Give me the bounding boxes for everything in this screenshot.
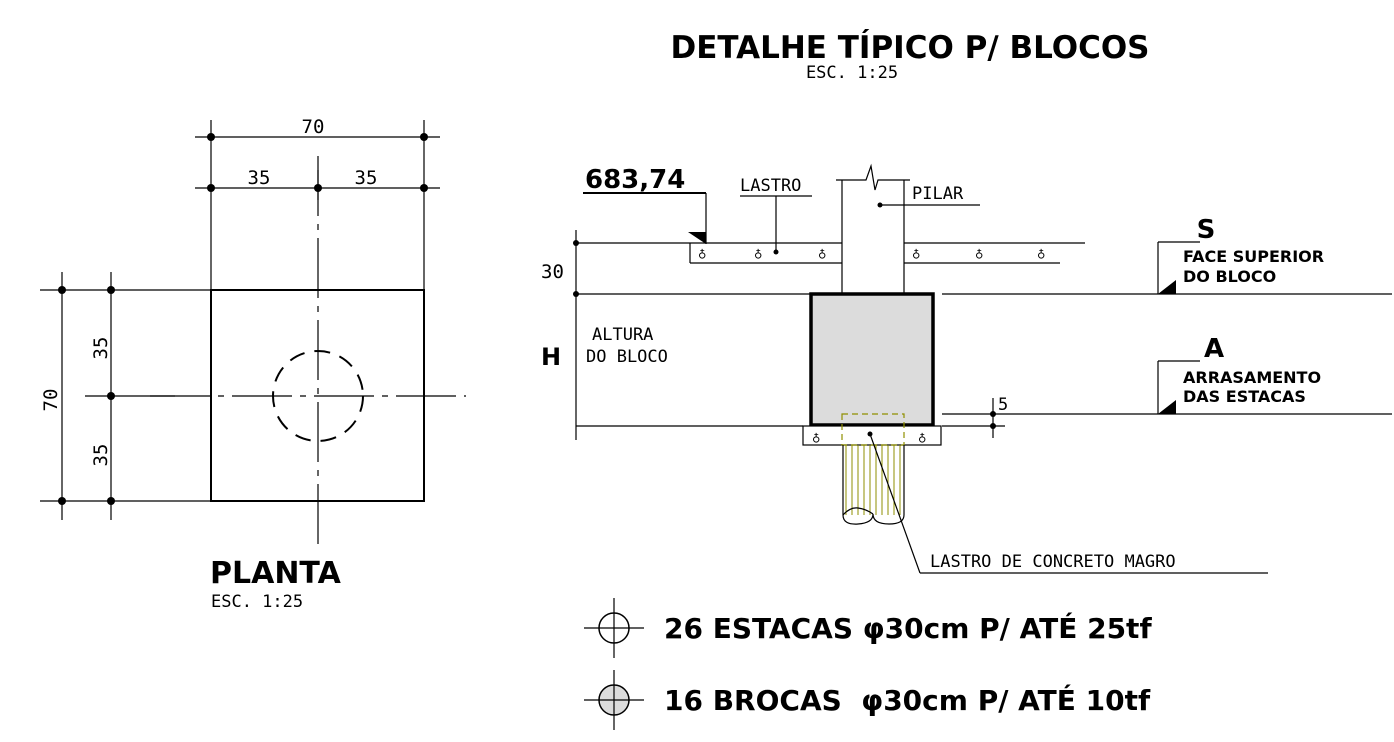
plan-dim-total-side: 70	[40, 389, 62, 412]
aggregate-pattern: ♁ ♁ ♁ ♁ ♁ ♁	[698, 246, 1045, 262]
plan-view: 70 35 35 70 35 35 PLANTA ESC. 1:25	[40, 116, 466, 612]
dim-30: 30	[541, 261, 564, 283]
lastro-top-label: LASTRO	[740, 176, 801, 196]
detail-scale: ESC. 1:25	[806, 63, 898, 83]
height-symbol: H	[541, 343, 561, 371]
plan-title: PLANTA	[210, 556, 342, 591]
svg-text:♁: ♁	[975, 246, 983, 262]
svg-text:DAS ESTACAS: DAS ESTACAS	[1183, 387, 1306, 406]
svg-text:♁: ♁	[912, 246, 920, 262]
pile-section	[841, 413, 905, 525]
plan-dim-total-top: 70	[302, 116, 325, 138]
plan-scale: ESC. 1:25	[211, 592, 303, 612]
svg-text:S: S	[1197, 215, 1216, 245]
pilar-label: PILAR	[912, 184, 964, 204]
level-label: 683,74	[585, 165, 685, 195]
section-view: DETALHE TÍPICO P/ BLOCOS ESC. 1:25 683,7…	[541, 30, 1392, 574]
legend-item-brocas: 16 BROCAS φ30cm P/ ATÉ 10tf	[584, 670, 1151, 730]
svg-text:♁: ♁	[818, 246, 826, 262]
svg-text:ARRASAMENTO: ARRASAMENTO	[1183, 368, 1321, 387]
plan-dim-half-right: 35	[355, 167, 378, 189]
plan-dim-half-left: 35	[248, 167, 271, 189]
plan-dim-half-top: 35	[90, 337, 112, 360]
plan-dim-half-bottom: 35	[90, 444, 112, 467]
circle-cross-open-icon	[584, 598, 644, 658]
block-section	[809, 292, 935, 427]
svg-text:A: A	[1204, 334, 1224, 364]
dim-5: 5	[998, 395, 1008, 415]
marker-a: A ARRASAMENTO DAS ESTACAS	[1157, 334, 1321, 414]
svg-text:DO BLOCO: DO BLOCO	[1183, 267, 1276, 286]
svg-text:♁: ♁	[754, 246, 762, 262]
svg-text:♁: ♁	[698, 246, 706, 262]
height-label-1: ALTURA	[592, 325, 653, 345]
legend-item-estacas: 26 ESTACAS φ30cm P/ ATÉ 25tf	[584, 598, 1152, 658]
legend: 26 ESTACAS φ30cm P/ ATÉ 25tf 16 BROCAS φ…	[584, 598, 1152, 730]
detail-title: DETALHE TÍPICO P/ BLOCOS	[670, 30, 1149, 66]
svg-text:♁: ♁	[918, 430, 926, 446]
plan-pile-outline	[272, 350, 364, 442]
svg-text:♁: ♁	[812, 430, 820, 446]
level-marker-icon	[688, 232, 706, 244]
height-label-2: DO BLOCO	[586, 347, 668, 367]
circle-cross-filled-icon	[584, 670, 644, 730]
marker-s: S FACE SUPERIOR DO BLOCO	[1157, 215, 1324, 294]
svg-text:FACE SUPERIOR: FACE SUPERIOR	[1183, 247, 1324, 266]
svg-text:16 BROCAS φ30cm P/ ATÉ 10tf: 16 BROCAS φ30cm P/ ATÉ 10tf	[664, 683, 1151, 717]
svg-text:26 ESTACAS φ30cm P/ ATÉ 25tf: 26 ESTACAS φ30cm P/ ATÉ 25tf	[664, 611, 1152, 645]
svg-text:♁: ♁	[1037, 246, 1045, 262]
lastro-bottom-label: LASTRO DE CONCRETO MAGRO	[930, 552, 1176, 572]
